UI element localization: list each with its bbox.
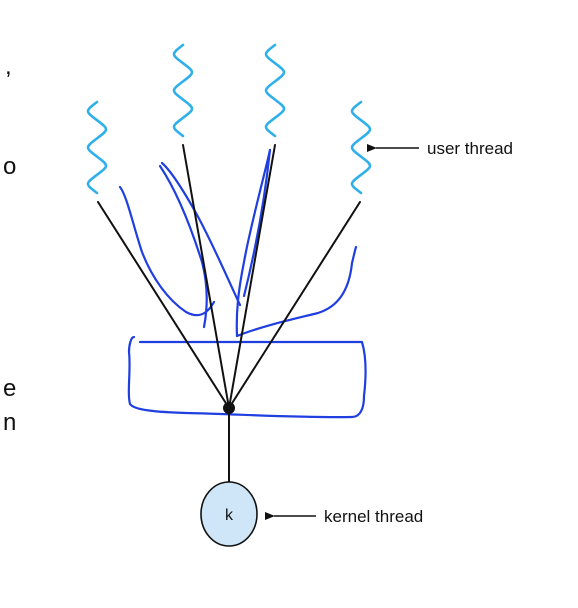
thread-connections (97, 144, 361, 483)
junction-point (223, 402, 235, 414)
annotation-stroke (127, 335, 367, 419)
annotation-stroke (242, 148, 272, 298)
kernel-thread-node (200, 481, 258, 547)
user-thread-squiggle (350, 100, 372, 195)
annotation-stroke (235, 148, 272, 338)
user-threads (86, 43, 372, 195)
kernel-thread-label: kernel thread (324, 507, 423, 526)
cut-text-e: e (3, 375, 16, 402)
user-thread-squiggle (86, 100, 108, 195)
cut-text-o: o (3, 153, 16, 180)
user-thread-squiggle (264, 43, 286, 138)
annotation-stroke (158, 164, 208, 329)
connection-line (182, 144, 230, 409)
user-thread-squiggle (172, 43, 194, 138)
annotation-stroke (160, 161, 242, 307)
handwritten-annotations (118, 148, 367, 419)
connection-line (228, 201, 361, 409)
connection-line (97, 201, 230, 409)
user-thread-label: user thread (427, 139, 513, 158)
annotation-stroke (118, 185, 216, 317)
cut-text-comma: , (5, 53, 12, 80)
annotation-stroke (235, 245, 358, 338)
cut-text-n: n (3, 409, 16, 436)
kernel-node-label: k (225, 507, 234, 524)
connection-line (228, 144, 276, 409)
